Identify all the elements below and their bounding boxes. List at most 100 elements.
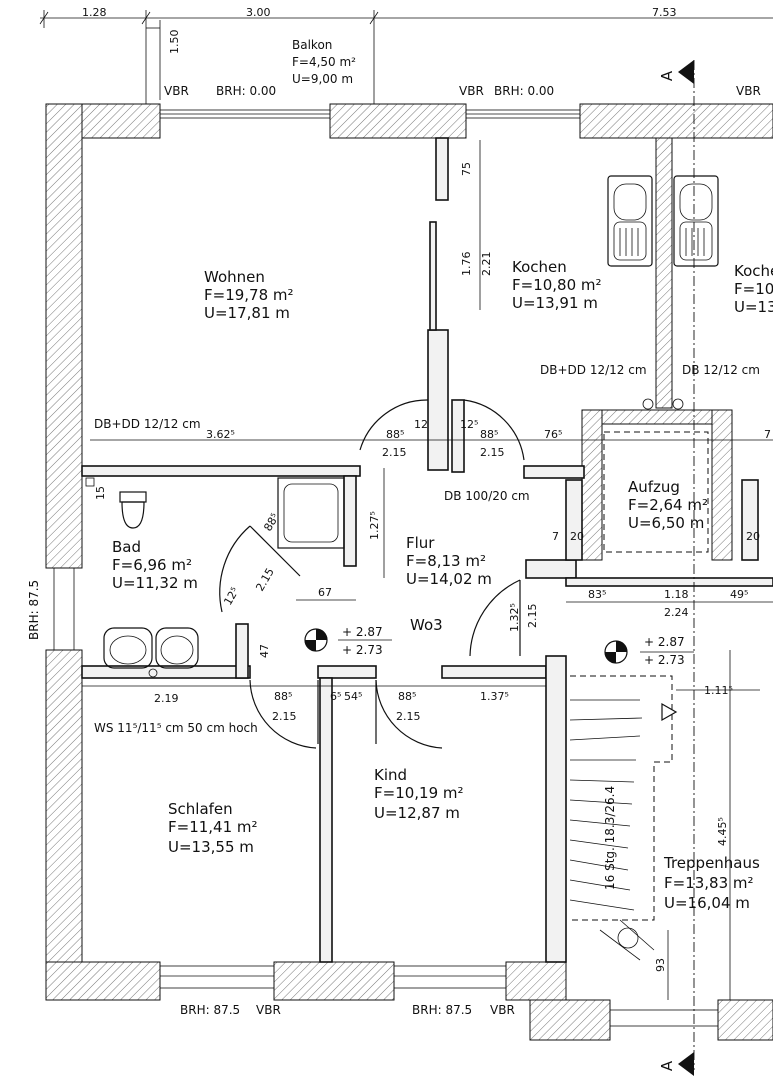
- room-flur: Flur F=8,13 m² U=14,02 m: [406, 534, 492, 588]
- dim-20: 20: [570, 530, 584, 543]
- room-bad-area: F=6,96 m²: [112, 556, 192, 574]
- vbr-label-3: VBR: [736, 84, 761, 98]
- room-kind-area: F=10,19 m²: [374, 784, 464, 802]
- staircase: [569, 60, 695, 1070]
- dim-2-15-v: 2.15: [526, 604, 539, 629]
- dim-3-00: 3.00: [246, 6, 271, 19]
- annotation-db-dd-left: DB+DD 12/12 cm: [94, 417, 201, 431]
- annotation-vbr-bottom-2: VBR: [490, 1003, 515, 1017]
- annotation-brh-bottom-1: BRH: 87.5: [180, 1003, 240, 1017]
- room-kochen2-area: F=10: [734, 280, 773, 298]
- level-stair-bottom: + 2.73: [644, 653, 685, 667]
- dim-2-19: 2.19: [154, 692, 179, 705]
- level-marker-stair: + 2.87 + 2.73: [604, 635, 694, 667]
- annotation-stairs: 16 Stg. 18.3/26.4: [603, 786, 617, 890]
- balcony: Balkon F=4,50 m² U=9,00 m: [292, 38, 356, 86]
- dim-2-15-s: 2.15: [253, 566, 277, 594]
- room-aufzug-perimeter: U=6,50 m: [628, 514, 704, 532]
- dim-12: 12: [414, 418, 428, 431]
- interior-walls: [81, 137, 773, 963]
- top-dimension-line: 1.28 3.00 7.53 1.50: [39, 6, 773, 105]
- dim-2-15-c: 2.15: [272, 710, 297, 723]
- door-swings: [219, 399, 525, 749]
- dim-3-625: 3.62⁵: [206, 428, 235, 441]
- dim-1-275: 1.27⁵: [368, 511, 381, 540]
- room-treppenhaus-name: Treppenhaus: [663, 854, 760, 872]
- room-kind-name: Kind: [374, 766, 407, 784]
- dim-1-76: 1.76: [460, 252, 473, 277]
- balcony-perimeter: U=9,00 m: [292, 72, 353, 86]
- dim-4-455: 4.45⁵: [716, 817, 729, 846]
- section-marker-top: A: [658, 60, 694, 84]
- dim-2-15-d: 2.15: [396, 710, 421, 723]
- room-aufzug: Aufzug F=2,64 m² U=6,50 m: [603, 431, 709, 553]
- dim-7x: 7: [764, 428, 771, 441]
- annotation-brh-bottom-2: BRH: 87.5: [412, 1003, 472, 1017]
- dim-54-5: 54⁵: [344, 690, 362, 703]
- dim-67: 67: [318, 586, 332, 599]
- interior-dimensions: 75 1.76 2.21 3.62⁵ 88⁵ 12 12⁵ 88⁵ 76⁵ 7 …: [82, 140, 773, 1000]
- section-letter-top: A: [658, 70, 676, 81]
- vbr-label-2: VBR: [459, 84, 484, 98]
- room-kind-perimeter: U=12,87 m: [374, 804, 460, 822]
- annotation-ws: WS 11⁵/11⁵ cm 50 cm hoch: [94, 721, 258, 735]
- dim-2-21: 2.21: [480, 252, 493, 277]
- room-kochen-area: F=10,80 m²: [512, 276, 602, 294]
- room-schlafen-perimeter: U=13,55 m: [168, 838, 254, 856]
- vbr-label-1: VBR: [164, 84, 189, 98]
- dim-88-5-b: 88⁵: [480, 428, 498, 441]
- dim-12-5-s: 12⁵: [221, 585, 241, 607]
- room-schlafen-area: F=11,41 m²: [168, 818, 258, 836]
- room-bad-name: Bad: [112, 538, 141, 556]
- brh-label-2: BRH: 0.00: [494, 84, 554, 98]
- dim-1-325: 1.32⁵: [508, 603, 521, 632]
- dim-1-28: 1.28: [82, 6, 107, 19]
- dim-83-5: 83⁵: [588, 588, 606, 601]
- dim-88-5-c: 88⁵: [274, 690, 292, 703]
- balcony-area: F=4,50 m²: [292, 55, 356, 69]
- room-kochen-2: Koche F=10 U=13: [734, 262, 773, 316]
- annotation-brh-left: BRH: 87.5: [27, 580, 41, 640]
- dim-47: 47: [258, 644, 271, 658]
- dim-12-5: 12⁵: [460, 418, 478, 431]
- dim-76-5: 76⁵: [544, 428, 562, 441]
- dim-88-5-a: 88⁵: [386, 428, 404, 441]
- kitchen-sinks: [607, 175, 719, 410]
- room-kochen2-perimeter: U=13: [734, 298, 773, 316]
- room-wohnen: Wohnen F=19,78 m² U=17,81 m: [204, 268, 294, 322]
- unit-label: Wo3: [410, 616, 443, 634]
- level-flur-top: + 2.87: [342, 625, 383, 639]
- dim-20-b: 20: [746, 530, 760, 543]
- dim-93: 93: [654, 958, 667, 972]
- section-marker-bottom: A: [658, 1052, 694, 1076]
- room-kochen2-name: Koche: [734, 262, 773, 280]
- room-wohnen-area: F=19,78 m²: [204, 286, 294, 304]
- exterior-walls: [45, 103, 773, 1041]
- dim-75: 75: [460, 162, 473, 176]
- dim-15: 15: [94, 486, 107, 500]
- room-treppenhaus-area: F=13,83 m²: [664, 874, 754, 892]
- dim-1-115: 1.11⁵: [704, 684, 733, 697]
- dim-88-5-d: 88⁵: [398, 690, 416, 703]
- room-aufzug-name: Aufzug: [628, 478, 680, 496]
- level-flur-bottom: + 2.73: [342, 643, 383, 657]
- dim-2-15-b: 2.15: [480, 446, 505, 459]
- room-kind: Kind F=10,19 m² U=12,87 m: [374, 766, 464, 822]
- level-stair-top: + 2.87: [644, 635, 685, 649]
- dim-1-50: 1.50: [168, 30, 181, 55]
- room-flur-area: F=8,13 m²: [406, 552, 486, 570]
- dim-88-5-s: 88⁵: [261, 511, 281, 533]
- room-bad-perimeter: U=11,32 m: [112, 574, 198, 592]
- room-kochen: Kochen F=10,80 m² U=13,91 m: [512, 258, 602, 312]
- room-flur-perimeter: U=14,02 m: [406, 570, 492, 588]
- dim-1-375: 1.37⁵: [480, 690, 509, 703]
- balcony-name: Balkon: [292, 38, 332, 52]
- room-treppenhaus-perimeter: U=16,04 m: [664, 894, 750, 912]
- bathroom-fixtures: [85, 477, 345, 678]
- dim-6-5: 6⁵: [330, 690, 341, 703]
- brh-label-1: BRH: 0.00: [216, 84, 276, 98]
- annotation-db-dd-kochen: DB+DD 12/12 cm: [540, 363, 647, 377]
- level-marker-flur: + 2.87 + 2.73: [304, 625, 392, 657]
- room-bad: Bad F=6,96 m² U=11,32 m: [112, 538, 198, 592]
